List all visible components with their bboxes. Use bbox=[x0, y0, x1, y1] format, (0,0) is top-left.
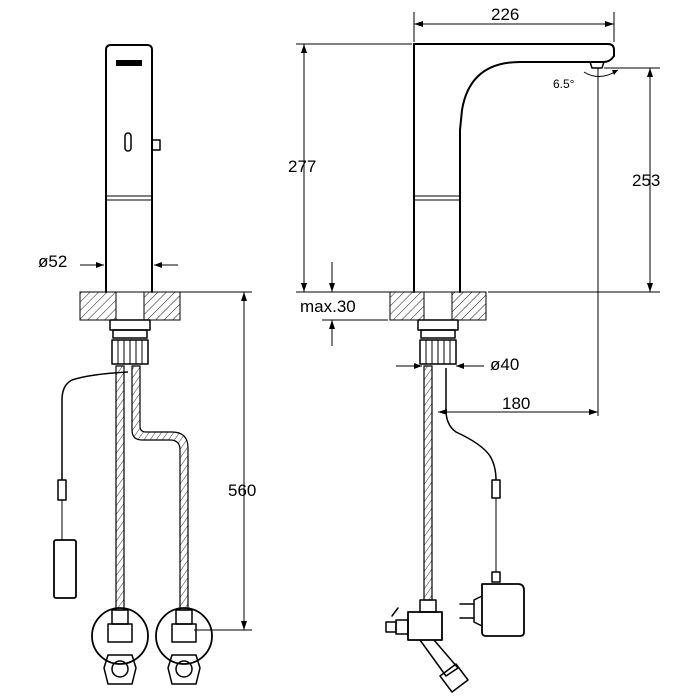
dimension-spout-width: 226 bbox=[491, 5, 519, 24]
dimension-max-thickness: max.30 bbox=[300, 297, 356, 316]
angle-valve-side bbox=[385, 599, 469, 693]
battery-box bbox=[53, 539, 77, 599]
dimension-spout-angle: 6.5° bbox=[553, 77, 575, 91]
angle-valve-right bbox=[155, 607, 213, 685]
faucet-body-front bbox=[105, 44, 153, 293]
hose-left-front bbox=[115, 365, 125, 611]
front-view: ø52 560 bbox=[38, 44, 256, 685]
dimension-hole-offset: 180 bbox=[502, 394, 530, 413]
angle-valve-left bbox=[91, 607, 149, 685]
faucet-body-side bbox=[413, 43, 615, 293]
power-adapter-icon bbox=[459, 571, 525, 637]
sensor-window-icon bbox=[124, 132, 132, 152]
dimension-hose-length: 560 bbox=[228, 481, 256, 500]
dimension-hole-diameter: ø40 bbox=[490, 355, 519, 374]
logo-mark bbox=[116, 60, 142, 66]
dimension-diameter-body: ø52 bbox=[38, 252, 67, 271]
side-view: 6.5° bbox=[288, 5, 660, 693]
cable-connector-left bbox=[57, 479, 67, 501]
hose-right-front bbox=[131, 365, 189, 611]
side-button bbox=[151, 139, 161, 151]
dimension-outlet-height: 253 bbox=[632, 171, 660, 190]
hose-side bbox=[423, 365, 433, 601]
dimension-total-height: 277 bbox=[288, 157, 316, 176]
cable-connector-right bbox=[491, 479, 501, 499]
